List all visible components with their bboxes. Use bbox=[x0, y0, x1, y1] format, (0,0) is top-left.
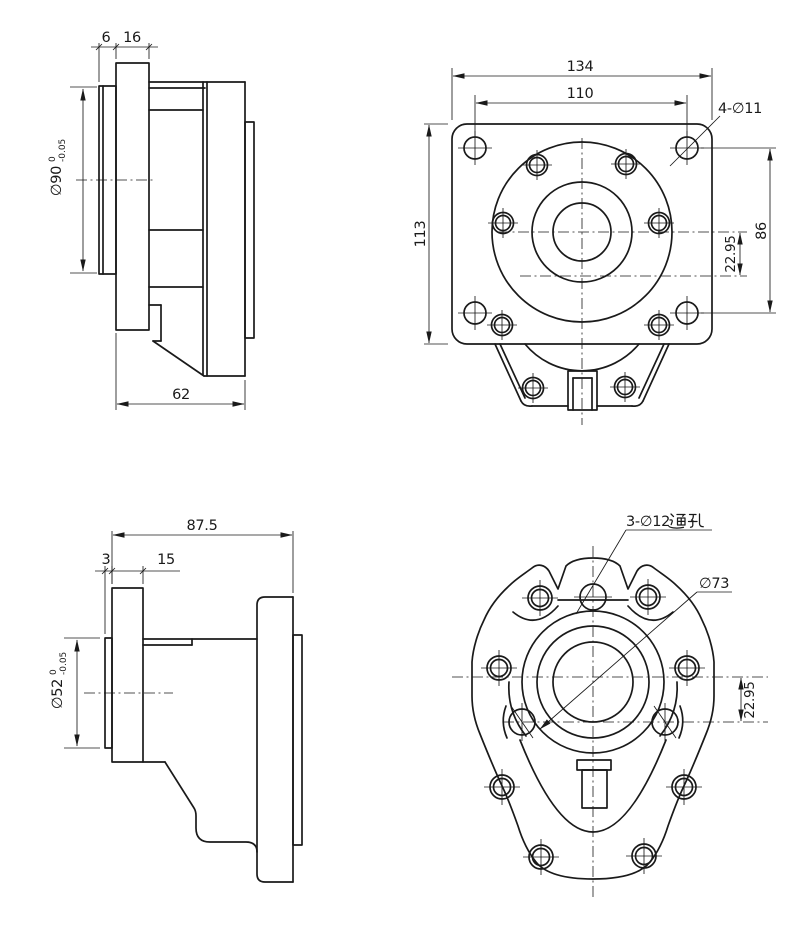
label-through-holes-prefix: 3-∅12 bbox=[626, 514, 670, 530]
leader-corner-holes bbox=[669, 115, 721, 167]
svg-text:113: 113 bbox=[413, 221, 429, 248]
dim-bolt-spacing-v: 86 bbox=[754, 222, 770, 240]
leader-through-holes bbox=[575, 529, 627, 615]
bolt-holes bbox=[481, 579, 705, 875]
dim-flange-width: 134 bbox=[567, 59, 594, 75]
dim-pilot-diameter: ∅52 0 -0.05 bbox=[49, 652, 69, 709]
dim-flange-height: 113 bbox=[413, 221, 429, 248]
side-view-bottom-left: 87.5 3 15 ∅52 0 -0.05 bbox=[49, 518, 303, 883]
side-view-top-left: 6 16 62 ∅90 0 -0.05 bbox=[48, 30, 255, 410]
svg-text:∅90: ∅90 bbox=[49, 166, 65, 196]
part-outline bbox=[98, 62, 255, 377]
dimension-lines bbox=[64, 531, 294, 749]
dim-body-depth: 62 bbox=[172, 387, 190, 403]
svg-text:86: 86 bbox=[754, 222, 770, 240]
svg-text:-0.05: -0.05 bbox=[59, 652, 69, 675]
svg-text:∅52: ∅52 bbox=[50, 679, 66, 709]
part-outline bbox=[471, 557, 715, 880]
svg-text:-0.05: -0.05 bbox=[58, 139, 68, 162]
dim-pilot-length: 6 bbox=[102, 30, 111, 46]
part-outline bbox=[104, 587, 303, 883]
leader-boss-dia bbox=[539, 591, 698, 730]
dimension-lines bbox=[424, 68, 776, 345]
dim-pilot-diameter: ∅90 0 -0.05 bbox=[48, 139, 68, 196]
dim-gear-offset: 22.95 bbox=[742, 681, 758, 718]
label-corner-holes: 4-∅11 bbox=[718, 101, 762, 117]
svg-text:0: 0 bbox=[49, 669, 59, 675]
dim-overall-depth: 87.5 bbox=[186, 518, 217, 534]
dimension-lines bbox=[539, 529, 744, 730]
svg-text:22.95: 22.95 bbox=[723, 235, 739, 272]
front-view-top-right: 134 110 4-∅11 113 86 22.95 bbox=[413, 59, 776, 425]
dim-flange-thickness: 16 bbox=[123, 30, 141, 46]
part-outline bbox=[451, 123, 713, 411]
svg-text:22.95: 22.95 bbox=[742, 681, 758, 718]
tong-kong-glyphs bbox=[668, 513, 704, 529]
bolt-holes bbox=[458, 131, 704, 403]
dimension-lines bbox=[70, 43, 246, 410]
dim-pilot-length: 3 bbox=[102, 552, 111, 568]
svg-text:0: 0 bbox=[48, 156, 58, 162]
label-boss-dia: ∅73 bbox=[699, 576, 729, 592]
dim-gear-offset: 22.95 bbox=[723, 235, 739, 272]
dim-flange-thickness: 15 bbox=[157, 552, 175, 568]
dim-bolt-spacing-h: 110 bbox=[567, 86, 594, 102]
rear-view-bottom-right: 3-∅12 ∅73 22.95 bbox=[452, 513, 768, 900]
